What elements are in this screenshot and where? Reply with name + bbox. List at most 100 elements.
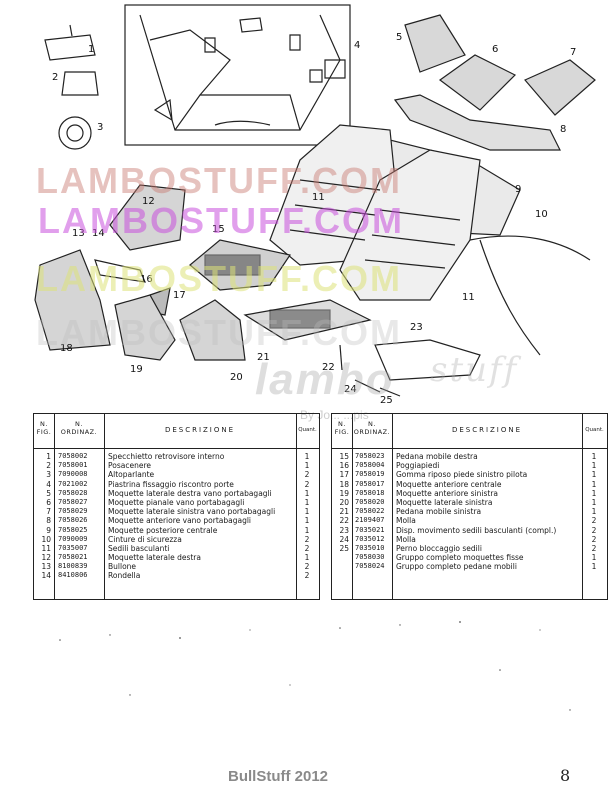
row-description: Posacenere [108, 461, 151, 471]
row-order-number: 7058027 [58, 497, 88, 506]
watermark-logo-script: stuff [430, 350, 519, 390]
svg-text:3: 3 [97, 122, 103, 133]
row-order-number: 7058025 [58, 525, 88, 534]
row-fig: 4 [46, 479, 51, 489]
row-description: Gruppo completo moquettes fisse [396, 553, 524, 563]
row-description: Moquette laterale destra vano portabagag… [108, 488, 272, 498]
row-quantity: 2 [304, 470, 310, 480]
row-order-number: 7058030 [355, 553, 385, 562]
svg-text:18: 18 [60, 343, 73, 354]
row-order-number: 7058022 [355, 507, 385, 516]
header-fig: N. FIG. [334, 420, 350, 436]
row-fig: 6 [46, 497, 51, 507]
row-quantity: 1 [591, 479, 597, 489]
header-qty: Quant. [585, 427, 604, 433]
row-description: Bullone [108, 562, 137, 572]
row-fig: 5 [46, 488, 51, 498]
svg-text:17: 17 [173, 290, 186, 301]
row-quantity: 1 [304, 452, 310, 461]
row-fig: 25 [339, 543, 349, 553]
row-fig: 11 [41, 543, 51, 553]
table-header: N. FIG. N. ORDINAZ. DESCRIZIONE Quant. [332, 414, 607, 449]
part-footrest [94, 259, 146, 283]
row-description: Gomma riposo piede sinistro pilota [396, 470, 528, 480]
svg-text:16: 16 [140, 274, 153, 285]
row-quantity: 2 [304, 571, 310, 581]
svg-text:13: 13 [72, 228, 85, 239]
page-mark: 8 [560, 766, 571, 785]
row-order-number: 7058019 [355, 470, 385, 479]
row-description: Pedana mobile destra [396, 452, 478, 461]
row-quantity: 2 [304, 534, 310, 544]
part-carpet-6 [438, 54, 517, 111]
interior-inset-frame [124, 4, 351, 146]
row-description: Rondella [108, 571, 141, 581]
row-description: Sedili basculanti [108, 543, 170, 553]
watermark-text: LAMBOSTUFF.COM [36, 258, 402, 299]
row-fig: 10 [41, 534, 51, 544]
table-row: 6 7058027 Moquette pianale vano portabagag… [34, 498, 319, 507]
part-carpet-8 [393, 94, 561, 151]
svg-text:23: 23 [410, 322, 423, 333]
header-desc: DESCRIZIONE [451, 426, 523, 434]
row-order-number: 7058028 [58, 488, 88, 497]
svg-text:6: 6 [492, 44, 498, 55]
parts-table-left: N. FIG. N. ORDINAZ. DESCRIZIONE Quant. 1… [33, 413, 320, 600]
row-description: Disp. movimento sedili basculanti (compl… [396, 525, 557, 535]
row-order-number: 7035021 [355, 525, 385, 534]
row-description: Molla [396, 534, 416, 544]
row-order-number: 7035012 [355, 534, 385, 543]
svg-text:11: 11 [462, 292, 475, 303]
header-ord: N. ORDINAZ. [60, 420, 98, 436]
svg-text:14: 14 [92, 228, 105, 239]
header-ord: N. ORDINAZ. [353, 420, 391, 436]
svg-text:7: 7 [570, 47, 576, 58]
row-description: Moquette anteriore sinistra [396, 488, 499, 498]
row-order-number: 2109407 [355, 516, 385, 525]
row-description: Moquette pianale vano portabagagli [108, 497, 245, 507]
row-fig: 23 [339, 525, 349, 535]
watermark-logo: lambo [255, 355, 395, 404]
row-quantity: 2 [304, 543, 310, 553]
row-fig: 19 [339, 488, 349, 498]
row-quantity: 1 [591, 507, 597, 517]
part-ashtray [61, 71, 99, 96]
watermark-byline: By Jo... ...pis [300, 408, 369, 422]
row-fig: 16 [339, 461, 349, 471]
row-order-number: 7058023 [355, 452, 385, 460]
row-fig: 3 [46, 470, 51, 480]
svg-text:10: 10 [535, 209, 548, 220]
footer-credit: BullStuff 2012 [228, 768, 329, 785]
part-mechanism-23 [374, 339, 481, 381]
table-row: 7058030 Gruppo completo moquettes fisse 1 [332, 553, 607, 562]
row-quantity: 1 [591, 553, 597, 563]
row-quantity: 1 [304, 553, 310, 563]
part-spring-24 [354, 379, 381, 393]
scan-noise [59, 621, 571, 711]
header-desc: DESCRIZIONE [164, 426, 236, 434]
table-header: N. FIG. N. ORDINAZ. DESCRIZIONE Quant. [34, 414, 319, 449]
row-description: Perno bloccaggio sedili [396, 543, 482, 553]
row-fig: 22 [339, 516, 349, 526]
svg-text:2: 2 [52, 72, 58, 83]
row-quantity: 1 [304, 497, 310, 507]
svg-text:11: 11 [312, 192, 325, 203]
part-carpet-7 [524, 59, 596, 116]
row-fig: 18 [339, 479, 349, 489]
row-order-number: 7058004 [355, 461, 385, 470]
row-order-number: 8100839 [58, 562, 88, 571]
row-order-number: 7035010 [355, 543, 385, 552]
plate-4 [324, 59, 346, 79]
row-quantity: 1 [304, 525, 310, 535]
part-carpet-18 [34, 249, 111, 351]
